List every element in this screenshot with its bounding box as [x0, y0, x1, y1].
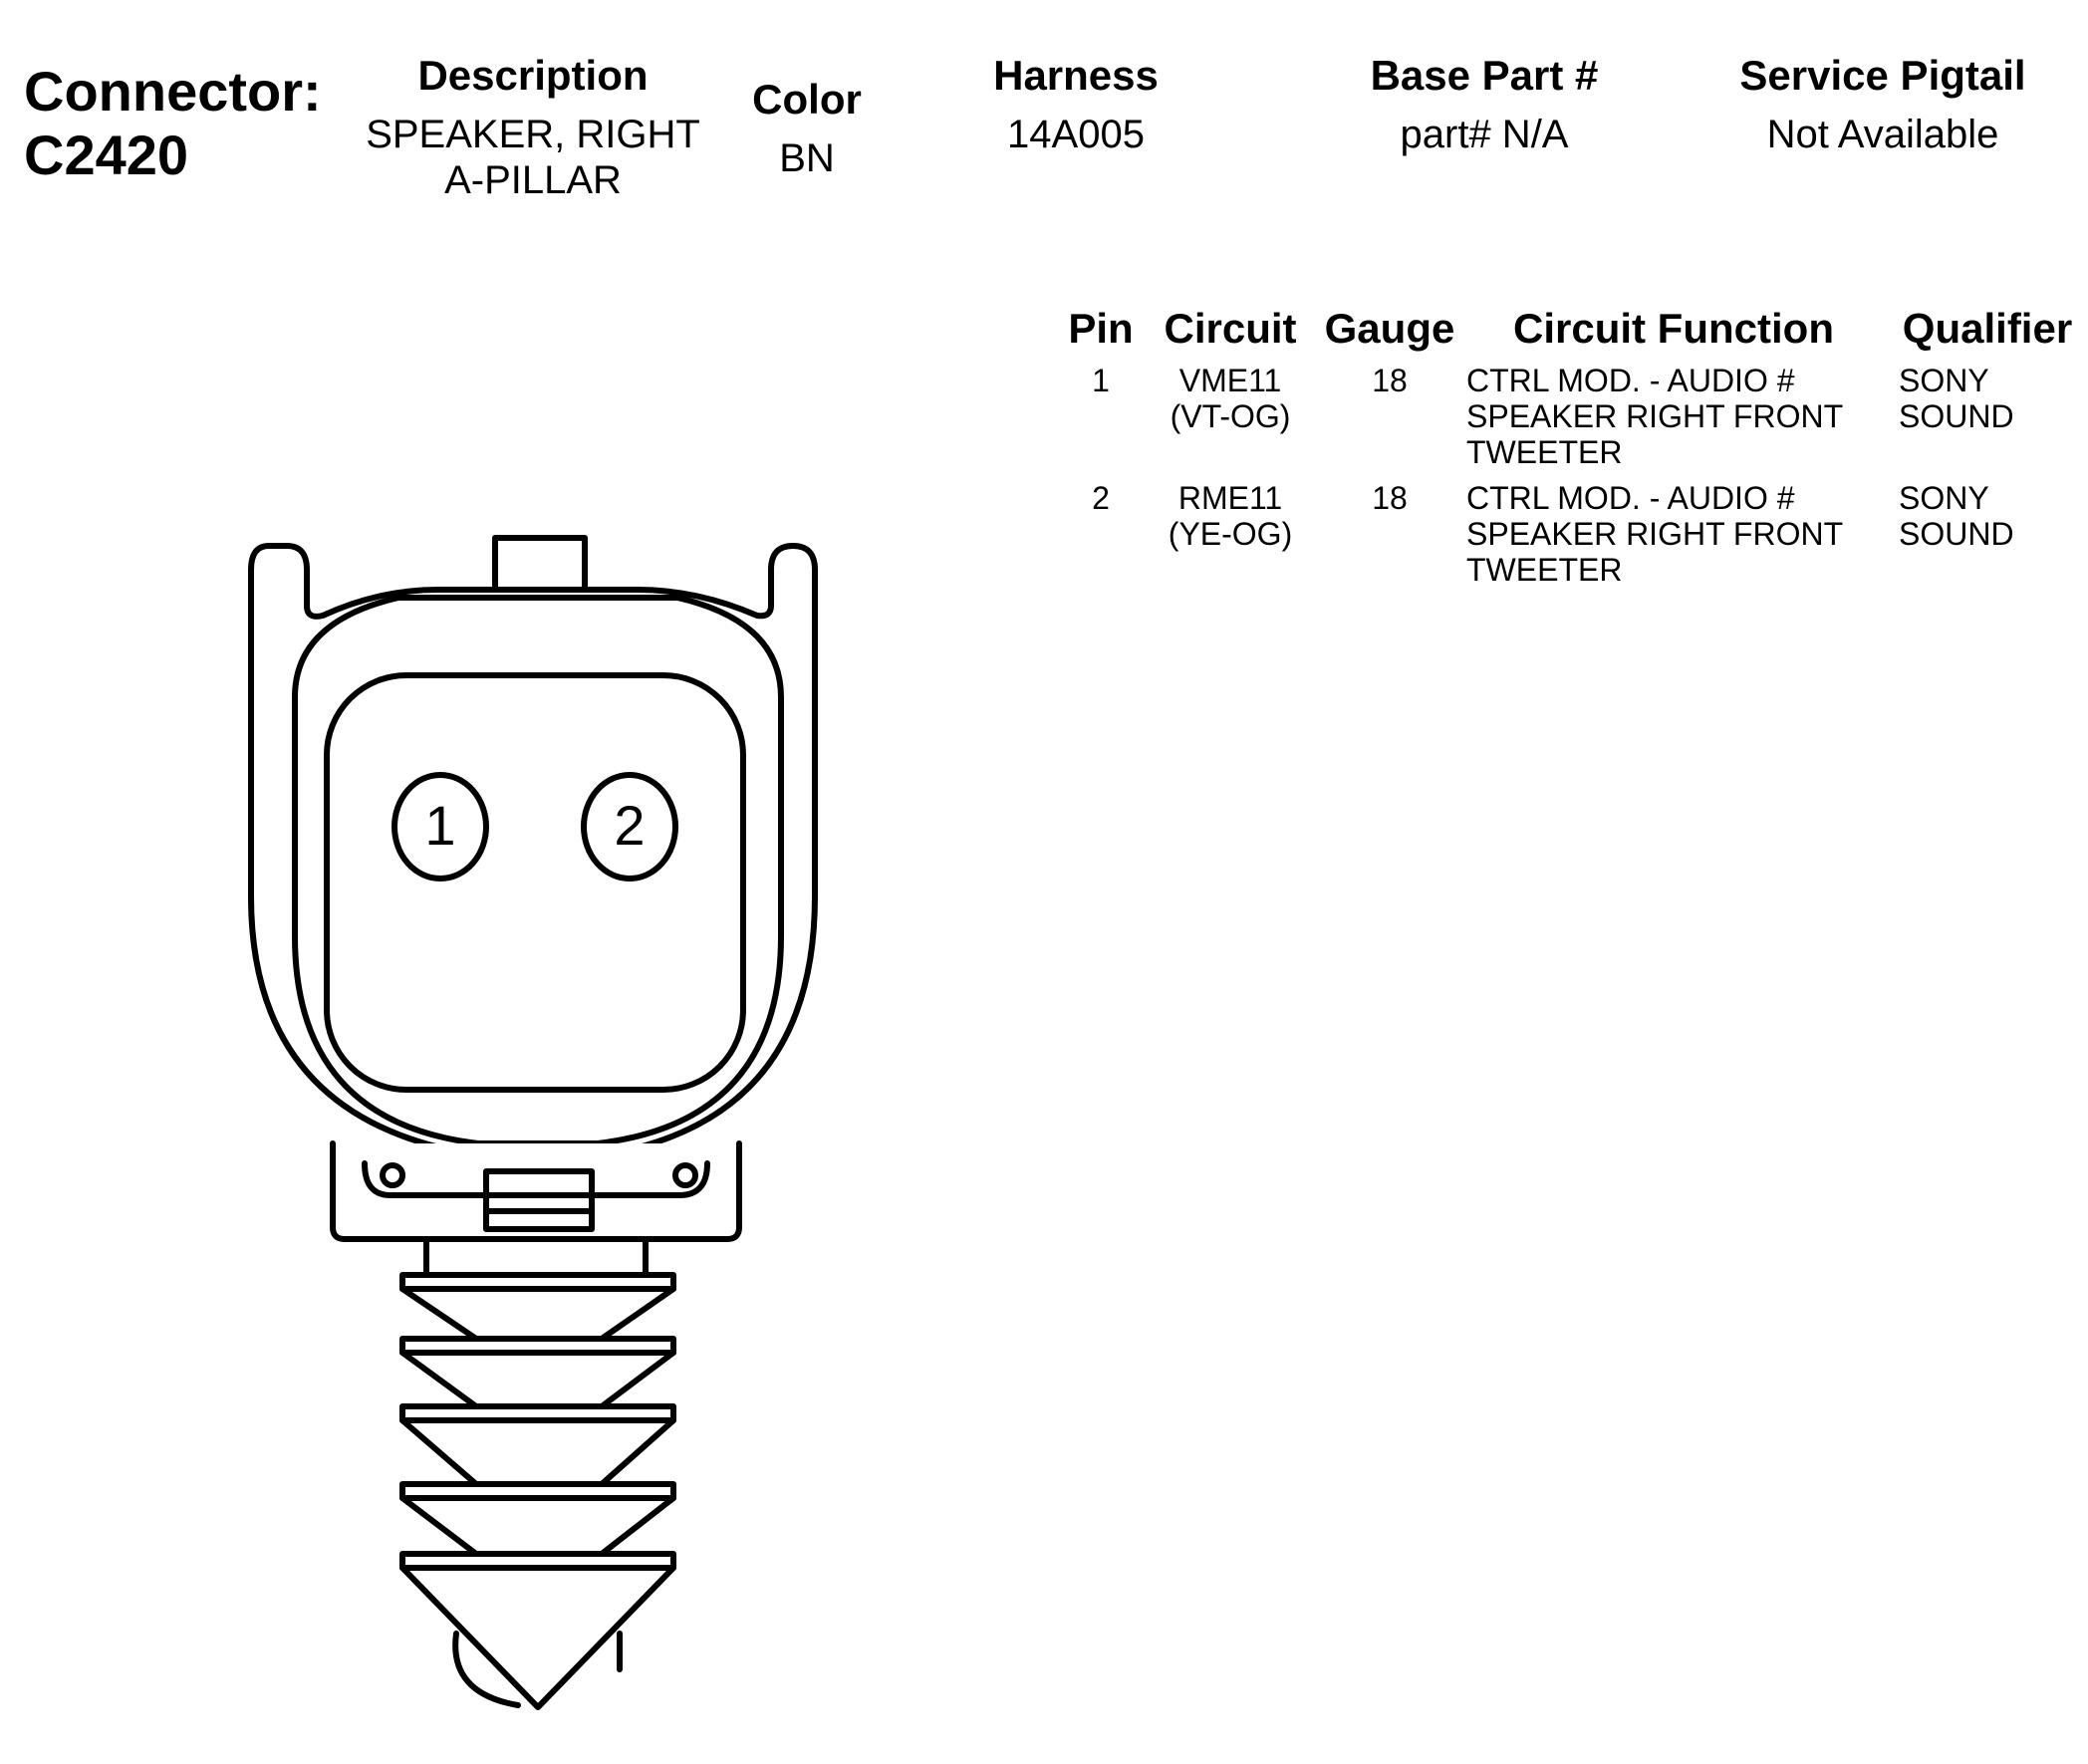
base-part-block: Base Part # part# N/A: [1335, 52, 1634, 157]
table-row: 2 RME11 (YE-OG) 18 CTRL MOD. - AUDIO # S…: [0, 480, 2088, 600]
collar-rivet-right: [672, 1162, 698, 1188]
color-value: BN: [779, 136, 835, 180]
connector-face-drawing: 1 2: [248, 535, 818, 1710]
pin-1-label: 1: [424, 794, 455, 857]
boot-tip-curve: [452, 1631, 521, 1708]
circuit-function-line: SPEAKER RIGHT FRONT: [1466, 398, 1844, 434]
boot-segment: [399, 1336, 676, 1409]
connector-latch-tab: [492, 535, 588, 593]
qualifier-line: SOUND: [1899, 516, 2014, 552]
circuit-cell: RME11 (YE-OG): [1146, 480, 1315, 552]
service-pigtail-value: Not Available: [1766, 113, 1999, 156]
table-header-qualifier: Qualifier: [1902, 305, 2073, 352]
base-part-header: Base Part #: [1370, 52, 1599, 99]
connector-inner-shell: [292, 595, 784, 1146]
circuit-wire-color: (VT-OG): [1170, 398, 1291, 434]
harness-value: 14A005: [1007, 113, 1145, 156]
boot-segment: [399, 1272, 676, 1342]
circuit-cell: VME11 (VT-OG): [1146, 363, 1315, 434]
pin-2-terminal: [581, 772, 678, 882]
description-block: Description SPEAKER, RIGHT A-PILLAR: [349, 52, 717, 203]
service-pigtail-block: Service Pigtail Not Available: [1713, 52, 2052, 157]
circuit-function-line: CTRL MOD. - AUDIO #: [1466, 363, 1795, 398]
circuit-function-line: CTRL MOD. - AUDIO #: [1466, 480, 1795, 516]
boot-segment: [399, 1481, 676, 1557]
table-header-gauge: Gauge: [1324, 305, 1455, 352]
qualifier-cell: SONY SOUND: [1899, 363, 2078, 434]
circuit-wire-color: (YE-OG): [1168, 516, 1293, 552]
harness-block: Harness 14A005: [956, 52, 1195, 157]
harness-header: Harness: [993, 52, 1159, 99]
terminal-cavity: [324, 672, 746, 1093]
circuit-function-cell: CTRL MOD. - AUDIO # SPEAKER RIGHT FRONT …: [1466, 363, 1885, 470]
connector-outer-shell: [248, 543, 818, 1160]
table-header-circuit-function: Circuit Function: [1513, 305, 1834, 352]
circuit-function-line: TWEETER: [1466, 552, 1623, 588]
connector-id: C2420: [24, 124, 189, 186]
circuit-name: VME11: [1178, 363, 1282, 398]
qualifier-line: SONY: [1899, 480, 1989, 516]
base-part-value: part# N/A: [1400, 113, 1569, 156]
table-header-pin: Pin: [1068, 305, 1134, 352]
circuit-function-line: SPEAKER RIGHT FRONT: [1466, 516, 1844, 552]
description-line1: SPEAKER, RIGHT: [366, 113, 700, 156]
qualifier-line: SONY: [1899, 363, 1989, 398]
circuit-function-cell: CTRL MOD. - AUDIO # SPEAKER RIGHT FRONT …: [1466, 480, 1885, 588]
service-pigtail-header: Service Pigtail: [1739, 52, 2026, 99]
description-header: Description: [417, 52, 649, 99]
pin-number: 1: [1092, 363, 1110, 398]
color-block: Color BN: [727, 76, 887, 181]
qualifier-line: SOUND: [1899, 398, 2014, 434]
gauge-value: 18: [1372, 363, 1408, 398]
color-header: Color: [752, 76, 862, 123]
gauge-value: 18: [1372, 480, 1408, 516]
table-header-circuit: Circuit: [1164, 305, 1297, 352]
collar-rivet-left: [380, 1162, 405, 1188]
description-line2: A-PILLAR: [444, 158, 622, 202]
pin-1-terminal: [392, 772, 489, 882]
connector-label: Connector:: [24, 60, 322, 123]
pin-number: 2: [1092, 480, 1110, 516]
table-row: 1 VME11 (VT-OG) 18 CTRL MOD. - AUDIO # S…: [0, 363, 2088, 482]
connector-neck: [423, 1236, 649, 1278]
pin-2-label: 2: [614, 794, 645, 857]
boot-tip: [399, 1551, 676, 1710]
circuit-function-line: TWEETER: [1466, 434, 1623, 470]
circuit-name: RME11: [1177, 480, 1283, 516]
connector-center-lock: [483, 1168, 595, 1232]
qualifier-cell: SONY SOUND: [1899, 480, 2078, 552]
